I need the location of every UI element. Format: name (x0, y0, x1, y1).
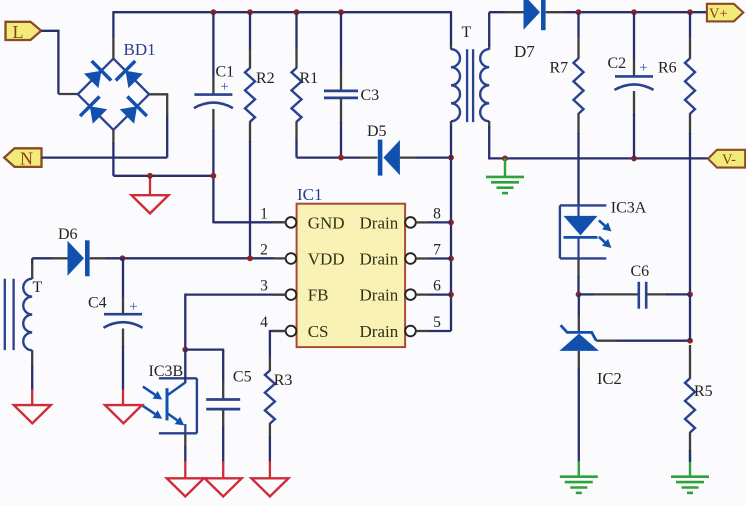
svg-text:R1: R1 (300, 70, 319, 87)
svg-text:2: 2 (260, 242, 268, 259)
svg-text:5: 5 (433, 314, 441, 331)
svg-text:R6: R6 (658, 60, 677, 77)
svg-text:Drain: Drain (360, 322, 399, 341)
svg-text:IC1: IC1 (297, 185, 323, 204)
svg-text:C2: C2 (608, 55, 627, 72)
svg-text:IC3B: IC3B (149, 363, 184, 380)
svg-text:8: 8 (433, 205, 441, 222)
svg-text:IC2: IC2 (597, 369, 622, 388)
svg-text:R2: R2 (256, 70, 275, 87)
svg-text:CS: CS (308, 322, 329, 341)
svg-text:L: L (13, 22, 24, 42)
svg-text:V+: V+ (709, 6, 728, 22)
svg-text:C3: C3 (361, 87, 380, 104)
svg-text:VDD: VDD (308, 250, 345, 269)
svg-text:4: 4 (260, 314, 268, 331)
svg-text:1: 1 (260, 205, 268, 222)
svg-text:R3: R3 (274, 372, 293, 389)
svg-text:D6: D6 (58, 226, 78, 243)
svg-text:D5: D5 (367, 123, 387, 140)
svg-text:Drain: Drain (360, 250, 399, 269)
svg-text:BD1: BD1 (124, 40, 156, 59)
svg-text:IC3A: IC3A (611, 200, 647, 217)
svg-text:FB: FB (308, 286, 329, 305)
svg-text:3: 3 (260, 278, 268, 295)
svg-text:Drain: Drain (360, 213, 399, 232)
svg-text:R7: R7 (550, 60, 569, 77)
svg-text:+: + (220, 79, 228, 95)
svg-text:T: T (33, 279, 43, 296)
svg-text:T: T (462, 24, 472, 41)
svg-text:+: + (639, 60, 647, 76)
svg-text:Drain: Drain (360, 286, 399, 305)
svg-text:GND: GND (308, 213, 345, 232)
svg-text:C5: C5 (233, 369, 252, 386)
svg-text:V-: V- (722, 152, 736, 168)
svg-text:R5: R5 (694, 383, 713, 400)
svg-text:D7: D7 (514, 42, 535, 61)
svg-text:N: N (20, 149, 33, 169)
svg-text:+: + (129, 299, 137, 315)
svg-text:6: 6 (433, 278, 441, 295)
svg-text:7: 7 (433, 242, 441, 259)
svg-text:C1: C1 (216, 64, 235, 81)
svg-text:C4: C4 (88, 295, 107, 312)
svg-text:C6: C6 (631, 263, 650, 280)
